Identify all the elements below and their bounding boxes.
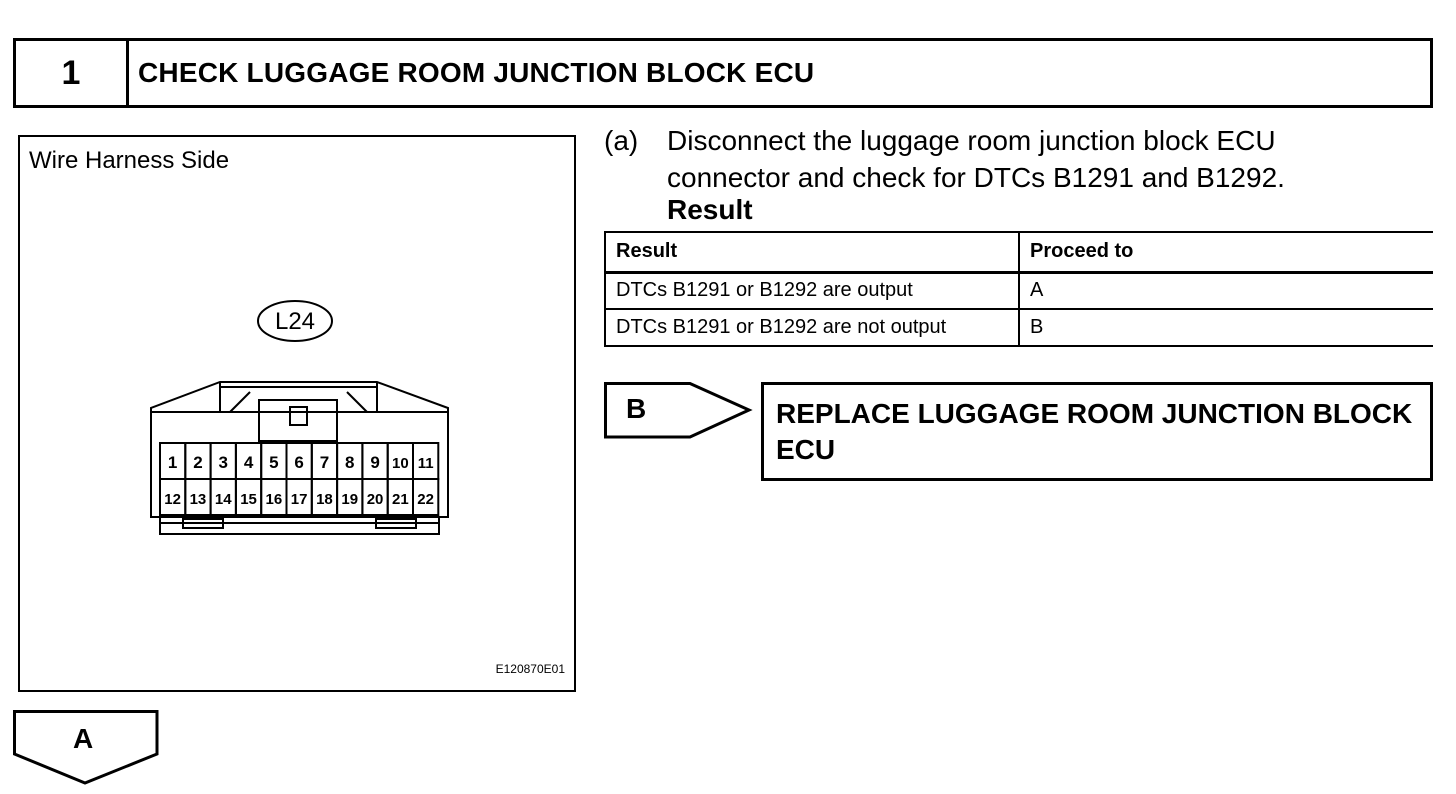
pin-number: 11: [418, 455, 434, 472]
connector-label: L24: [275, 308, 315, 335]
pin-number: 20: [367, 491, 384, 508]
figure-code: E120870E01: [495, 662, 565, 676]
step-title: CHECK LUGGAGE ROOM JUNCTION BLOCK ECU: [138, 57, 815, 88]
pin-number: 6: [294, 453, 303, 472]
pin-number: 10: [392, 455, 409, 472]
table-header-cell: Proceed to: [1018, 231, 1433, 274]
pin-number: 19: [341, 491, 358, 508]
instruction-marker: (a): [604, 125, 639, 156]
pin-number: 14: [215, 491, 232, 508]
step-header: 1 CHECK LUGGAGE ROOM JUNCTION BLOCK ECU: [13, 38, 1433, 108]
result-heading: Result: [667, 194, 753, 225]
pin-number: 12: [164, 491, 181, 508]
action-text: REPLACE LUGGAGE ROOM JUNCTION BLOCK ECU: [776, 398, 1413, 465]
pin-number: 13: [190, 491, 207, 508]
connector-body: [150, 381, 449, 535]
step-number: 1: [16, 41, 129, 105]
pin-cell: [412, 478, 440, 516]
table-cell: A: [1018, 271, 1433, 310]
pin-number: 4: [244, 453, 254, 472]
table-row: DTCs B1291 or B1292 are not output B: [604, 308, 1433, 347]
pin-grid: [159, 442, 440, 516]
table-header-cell: Result: [604, 231, 1020, 274]
table-cell: B: [1018, 308, 1433, 347]
branch-b-label: B: [626, 393, 647, 424]
connector-label-ellipse: [257, 300, 333, 342]
table-header-row: Result Proceed to: [604, 231, 1433, 274]
pin-number: 9: [370, 453, 379, 472]
pin-number: 1: [168, 453, 177, 472]
pin-number: 15: [240, 491, 257, 508]
table-cell: DTCs B1291 or B1292 are not output: [604, 308, 1020, 347]
branch-a-label: A: [73, 723, 94, 754]
pin-number: 5: [269, 453, 278, 472]
pin-number: 22: [417, 491, 434, 508]
illustration-caption: Wire Harness Side: [29, 147, 230, 174]
table-cell: DTCs B1291 or B1292 are output: [604, 271, 1020, 310]
action-box: REPLACE LUGGAGE ROOM JUNCTION BLOCK ECU: [761, 382, 1433, 481]
pin-number: 18: [316, 491, 333, 508]
pin-number: 8: [345, 453, 354, 472]
pin-number: 17: [291, 491, 308, 508]
pin-number: 21: [392, 491, 409, 508]
pin-number: 16: [266, 491, 283, 508]
table-row: DTCs B1291 or B1292 are output A: [604, 271, 1433, 310]
pin-number: 2: [193, 453, 202, 472]
result-table: Result Proceed to DTCs B1291 or B1292 ar…: [604, 231, 1433, 347]
pin-number: 7: [320, 453, 329, 472]
branch-a-arrow-icon: [13, 710, 159, 785]
pin-number: 3: [219, 453, 228, 472]
instruction-text: Disconnect the luggage room junction blo…: [667, 125, 1285, 193]
branch-b-arrow-icon: [604, 382, 753, 439]
